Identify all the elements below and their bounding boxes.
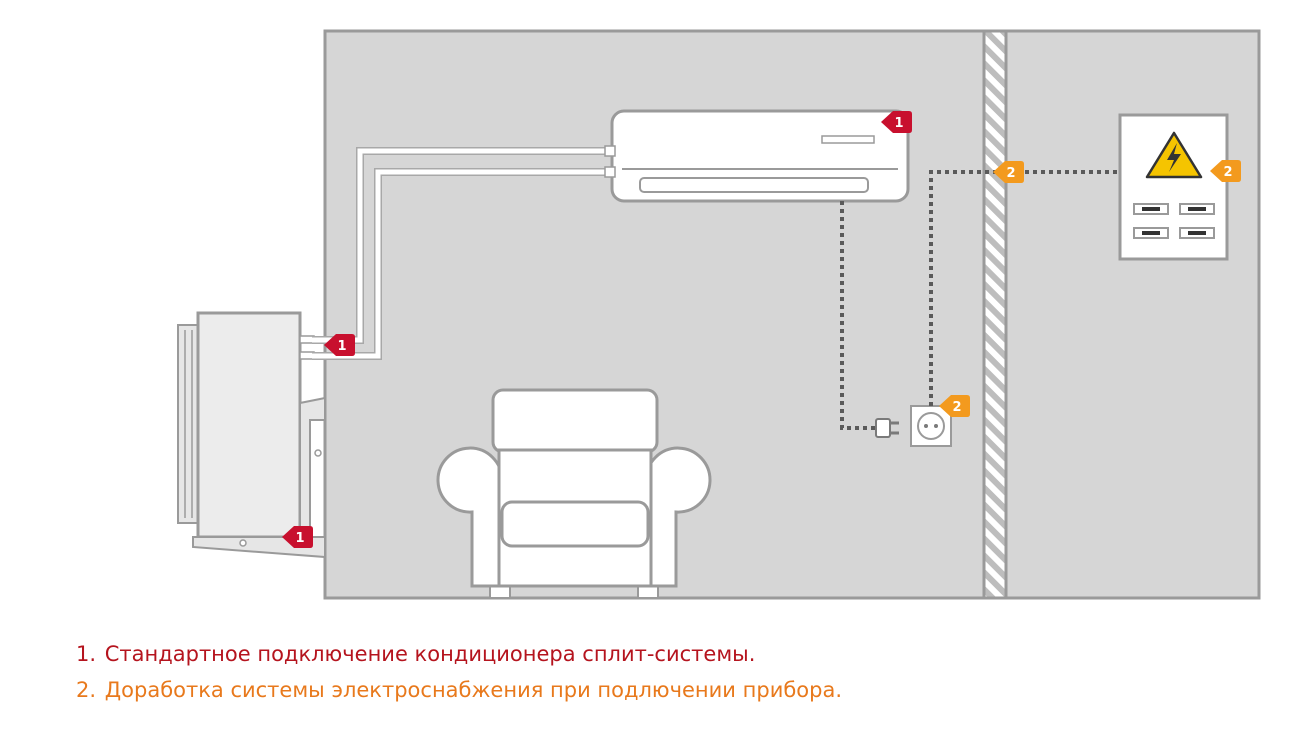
outdoor-unit-body [196,311,302,539]
legend-text: Доработка системы электроснабжения при п… [104,678,843,702]
marker-1-outdoor-valves: 1 [324,334,355,356]
indoor-unit [604,109,910,203]
legend-item-electrical-upgrade: 2. Доработка системы электроснабжения пр… [76,678,842,702]
armchair-backrest [491,388,659,454]
indoor-unit-louver [639,177,869,193]
indoor-unit-power-cord [840,201,876,430]
marker-1-outdoor-base: 1 [282,526,313,548]
new-electrical-line [929,170,1120,406]
svg-text:2: 2 [1006,166,1015,181]
legend-item-standard-connection: 1. Стандартное подключение кондиционера … [76,642,755,666]
svg-text:1: 1 [894,116,903,131]
outdoor-unit-bracket [299,396,326,529]
indoor-unit-display [821,135,875,144]
outdoor-service-valve [299,335,315,344]
svg-text:2: 2 [1223,165,1232,180]
marker-2-electrical-panel: 2 [1210,160,1241,182]
legend-number: 1. [76,642,97,666]
marker-2-wall-socket: 2 [939,395,970,417]
partition-wall [982,29,1008,600]
outdoor-service-valve [299,351,315,360]
split-system-installation-diagram: 1 1 1 2 2 2 [177,29,1261,600]
electrical-panel [1118,113,1229,261]
indoor-pipe-connector [604,145,616,157]
svg-text:1: 1 [295,531,304,546]
svg-text:2: 2 [952,400,961,415]
armchair-cushion [500,500,650,548]
high-voltage-warning-icon [1145,131,1203,179]
power-plug-icon [875,418,899,438]
legend-number: 2. [76,678,97,702]
marker-2-wall-penetration: 2 [993,161,1024,183]
wall-socket-icon [910,405,952,447]
svg-text:1: 1 [337,339,346,354]
legend-text: Стандартное подключение кондиционера спл… [104,642,756,666]
marker-1-indoor-unit: 1 [881,111,912,133]
indoor-pipe-connector [604,166,616,178]
armchair [436,388,712,599]
outdoor-unit [177,311,326,559]
